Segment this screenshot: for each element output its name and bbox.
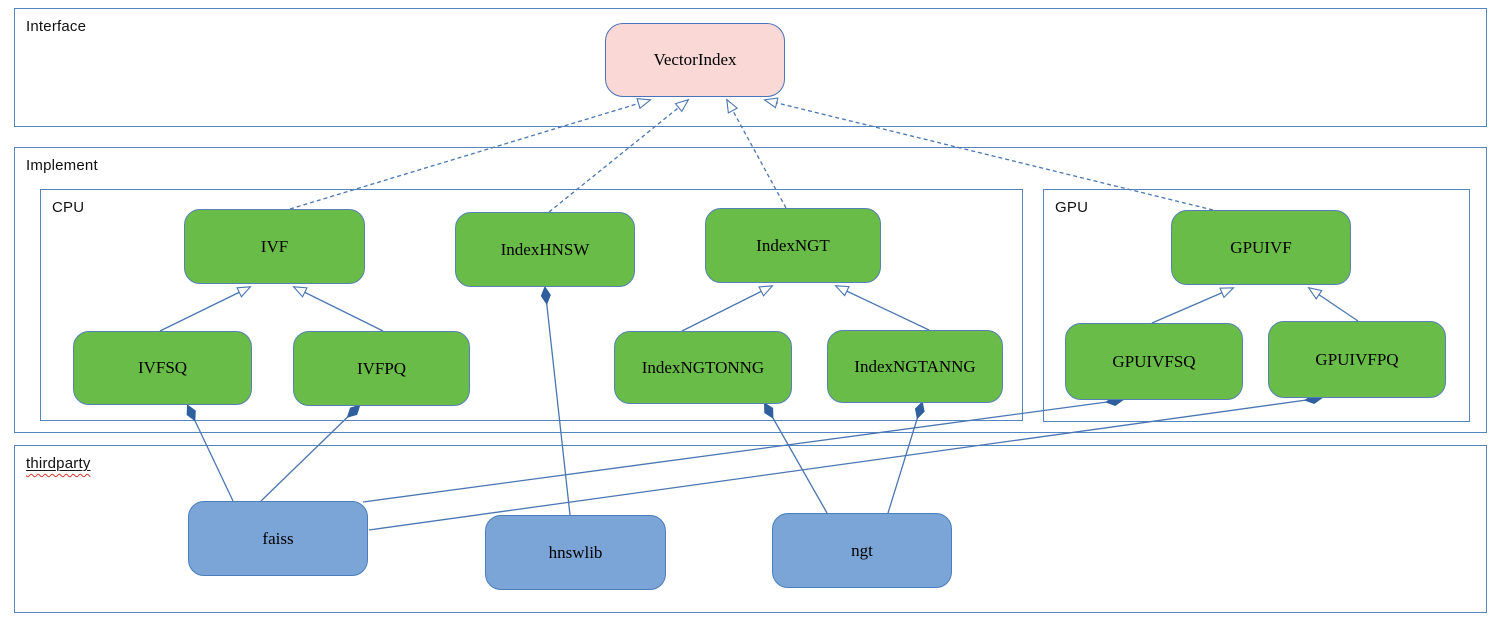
container-thirdparty-label-text: thirdparty: [26, 455, 91, 472]
composition-ivfpq-to-faiss: [260, 406, 359, 502]
container-gpu-label: GPU: [1055, 199, 1089, 216]
composition-ivfsq-to-faiss: [188, 406, 234, 502]
node-ivfsq-label: IVFSQ: [137, 358, 188, 377]
node-gpuivfsq-label: GPUIVFSQ: [1112, 351, 1196, 371]
container-interface[interactable]: Interface: [14, 8, 1487, 127]
node-indexhnsw-label: IndexHNSW: [500, 239, 590, 259]
node-indexngtonng[interactable]: IndexNGTONNG: [614, 331, 792, 404]
node-ngt[interactable]: ngt: [772, 513, 952, 588]
composition-indexngtonng-to-ngt: [765, 404, 828, 514]
generalization-indexngtonng-to-indexngt: [681, 285, 774, 332]
realization-indexngt-to-vectorindex: [726, 98, 787, 209]
composition-gpuivfpq-to-faiss: [368, 398, 1321, 531]
node-indexngtanng[interactable]: IndexNGTANNG: [827, 330, 1003, 403]
node-ivfpq[interactable]: IVFPQ: [293, 331, 470, 406]
generalization-ivfsq-to-ivf: [159, 286, 252, 332]
node-gpuivf-label: GPUIVF: [1230, 237, 1292, 257]
node-gpuivf[interactable]: GPUIVF: [1171, 210, 1351, 285]
realization-ivf-to-vectorindex: [289, 98, 652, 210]
container-gpu[interactable]: GPU: [1043, 189, 1470, 422]
node-indexhnsw[interactable]: IndexHNSW: [455, 212, 635, 287]
generalization-gpuivfsq-to-gpuivf: [1151, 287, 1235, 324]
node-ngt-label: ngt: [851, 540, 873, 560]
realization-indexhnsw-to-vectorindex: [548, 98, 690, 213]
realization-gpuivf-to-vectorindex: [763, 97, 1214, 211]
node-ivfpq-label: IVFPQ: [356, 358, 407, 378]
node-indexngt[interactable]: IndexNGT: [705, 208, 881, 283]
generalization-indexngtanng-to-indexngt: [834, 285, 930, 331]
container-cpu[interactable]: CPU: [40, 189, 1023, 421]
composition-indexngtanng-to-ngt: [887, 403, 922, 514]
node-gpuivfpq-label: GPUIVFPQ: [1315, 349, 1399, 369]
container-thirdparty-label: thirdparty: [26, 455, 91, 472]
node-gpuivfpq[interactable]: GPUIVFPQ: [1268, 321, 1446, 398]
node-ivf[interactable]: IVF: [184, 209, 365, 284]
container-implement-label: Implement: [26, 157, 98, 174]
node-faiss-label: faiss: [262, 528, 294, 548]
generalization-ivfpq-to-ivf: [292, 286, 384, 332]
container-implement[interactable]: Implement: [14, 147, 1487, 433]
container-cpu-label: CPU: [52, 199, 85, 216]
node-vectorindex[interactable]: VectorIndex: [605, 23, 785, 97]
composition-gpuivfsq-to-faiss: [362, 400, 1122, 503]
node-ivfsq[interactable]: IVFSQ: [73, 331, 252, 405]
node-faiss[interactable]: faiss: [188, 501, 368, 576]
node-gpuivfsq[interactable]: GPUIVFSQ: [1065, 323, 1243, 400]
container-thirdparty[interactable]: thirdparty: [14, 445, 1487, 613]
composition-indexhnsw-to-hnswlib: [545, 288, 571, 516]
node-indexngtanng-label: IndexNGTANNG: [854, 356, 976, 376]
node-vectorindex-label: VectorIndex: [653, 50, 737, 69]
node-ivf-label: IVF: [260, 236, 289, 256]
node-hnswlib-label: hnswlib: [548, 542, 603, 562]
container-interface-label: Interface: [26, 18, 87, 35]
generalization-gpuivfpq-to-gpuivf: [1307, 286, 1359, 322]
node-indexngt-label: IndexNGT: [756, 235, 830, 255]
node-indexngtonng-label: IndexNGTONNG: [641, 357, 765, 377]
node-hnswlib[interactable]: hnswlib: [485, 515, 666, 590]
